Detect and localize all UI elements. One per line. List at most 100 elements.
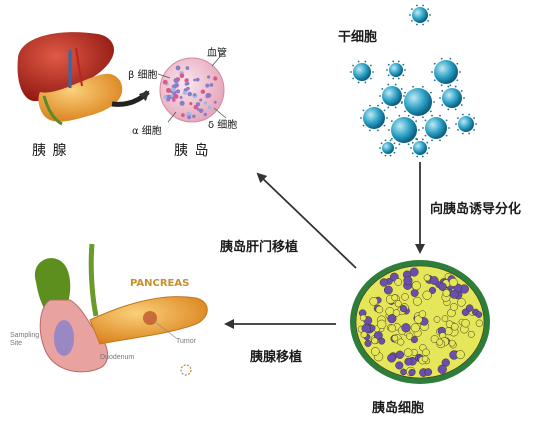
stem-cell-spike <box>379 147 381 149</box>
stem-cell-spike <box>428 147 430 149</box>
stem-cell-spike <box>422 85 424 88</box>
stem-cell-spike <box>454 85 457 88</box>
islet-cell-dot <box>170 94 174 98</box>
pancreas-transplant-label: 胰腺移植 <box>250 350 303 365</box>
stem-cell-spike <box>369 64 372 67</box>
stem-cell-spike <box>416 23 418 26</box>
stem-cell-spike <box>386 117 388 119</box>
islet-cluster-cell <box>410 323 420 333</box>
stem-cell-spike <box>404 69 406 71</box>
islet-cell-dot <box>166 94 172 100</box>
stem-cell-spike <box>411 152 414 155</box>
islet-cluster-cell <box>403 276 413 286</box>
stem-cell-spike <box>387 83 390 86</box>
stem-cell <box>391 117 417 143</box>
stem-cell-spike <box>429 14 431 16</box>
alpha-cell-label: α 细胞 <box>132 126 162 137</box>
stem-cell-spike <box>422 127 424 129</box>
stem-cell-spike <box>400 88 403 90</box>
islet-cell-dot <box>193 93 197 97</box>
stem-cell-spike <box>387 63 390 66</box>
islet-cluster-cell <box>428 286 437 294</box>
stem-cell-spike <box>462 132 464 135</box>
stem-cell-spike <box>447 108 450 111</box>
islet-cluster-cell <box>442 289 451 297</box>
stem-cell <box>458 116 474 132</box>
stem-cell-spike <box>422 116 424 119</box>
islet-cluster-cell <box>394 300 402 308</box>
islet-cell-dot <box>205 83 210 88</box>
stem-cell-spike <box>473 117 475 120</box>
islet-cell-dot <box>179 96 183 99</box>
stem-cell-spike <box>352 77 355 80</box>
islet-cluster-cell <box>387 353 397 363</box>
stem-cell-spike <box>372 71 374 73</box>
islet-cluster-cell <box>475 319 483 327</box>
stem-cell-spike <box>380 142 383 145</box>
stem-cell-spike <box>457 128 459 131</box>
stem-cell-spike <box>459 71 461 73</box>
islet-cluster-cell <box>401 323 411 333</box>
islet-cluster-cell <box>449 290 459 299</box>
stem-cell-spike <box>455 123 457 125</box>
stem-cell-spike <box>383 124 386 127</box>
islet-cluster-cell <box>418 310 427 318</box>
stem-cell-spike <box>473 128 475 131</box>
islet-cluster-cell <box>429 276 439 285</box>
stem-cell <box>382 86 402 106</box>
stem-cell-spike <box>388 129 390 131</box>
stem-cell-spike <box>431 139 433 142</box>
islet-cell-dot <box>173 77 179 84</box>
sampling-site-label: Sampling Site <box>10 332 40 347</box>
islet-cell-dot <box>189 102 193 106</box>
stem-cell-spike <box>433 101 435 103</box>
stem-cell-spike <box>357 81 360 84</box>
stem-cell-spike <box>369 104 371 107</box>
islet-cluster-cell <box>397 338 405 346</box>
islet-cell-dot <box>175 65 181 71</box>
stem-cell-spike <box>360 117 362 119</box>
stem-cell-spike <box>456 79 459 82</box>
stem-cell <box>389 63 403 77</box>
islet-cluster-cell <box>400 368 407 376</box>
islet-cluster-cell <box>465 304 474 312</box>
stem-cell <box>442 88 462 108</box>
stem-cell-spike <box>460 104 463 106</box>
islet-cluster-cell <box>411 281 421 291</box>
stem-cell-spike <box>398 143 401 146</box>
stem-cell-spike <box>426 141 429 144</box>
islet-cluster-cell <box>395 361 404 370</box>
islet-cell-dot <box>179 73 185 79</box>
beta-cell-label: β 细胞 <box>128 70 158 81</box>
islet-cells-illustration <box>350 260 490 384</box>
stem-cell-spike <box>460 90 463 92</box>
islet-cell-dot <box>195 102 201 107</box>
islet-cell-dot <box>162 79 168 85</box>
stem-cell-spike <box>468 113 470 116</box>
stem-cell-spike <box>393 142 396 145</box>
stem-cell-spike <box>411 19 413 22</box>
stem-cell <box>413 141 427 155</box>
tumor-label: Tumor <box>176 338 196 345</box>
islet-cluster-cell <box>455 350 465 360</box>
stem-cell-spike <box>412 116 414 119</box>
islet-cell-dot <box>163 95 168 100</box>
stem-cell-spike <box>430 110 432 113</box>
islet-cell-dot <box>185 66 190 70</box>
stem-cell-spike <box>402 74 405 77</box>
islet-cell-dot <box>184 79 188 83</box>
stem-cell-spike <box>401 101 403 103</box>
stem-cell-spike <box>424 134 427 137</box>
stem-cell-spike <box>393 151 396 154</box>
stem-cell-spike <box>440 57 443 60</box>
islet-cell-dot <box>195 77 200 82</box>
islet-cluster-cell <box>388 324 397 333</box>
stem-cell-spike <box>386 69 388 71</box>
stem-cell-spike <box>384 139 387 142</box>
delta-cell-label: δ 细胞 <box>208 120 238 131</box>
islet-cluster-cell <box>412 296 422 306</box>
stem-cell-spike <box>475 123 477 125</box>
islet-cell-dot <box>200 89 206 94</box>
stem-cell-spike <box>447 85 450 88</box>
